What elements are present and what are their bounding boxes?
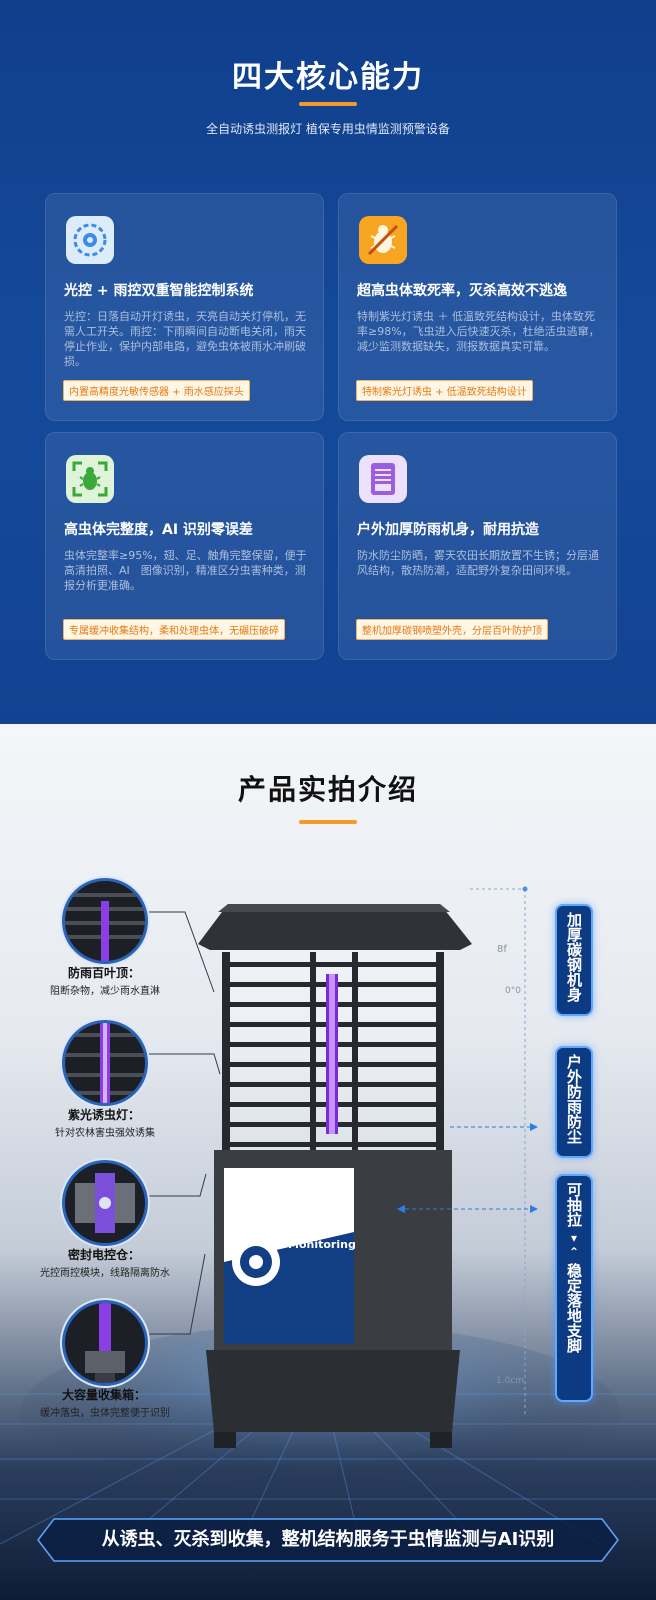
- product-image: [198, 904, 472, 1448]
- callout-image-louver-roof: [62, 878, 148, 964]
- card-tag: 特制紫光灯诱虫 + 低温致死结构设计: [356, 380, 533, 401]
- callout-image-collection-box: [62, 1300, 148, 1386]
- callout-sub: 光控雨控模块，线路隔离防水: [40, 1268, 170, 1279]
- dimension-label: 0°0: [505, 986, 521, 996]
- core-capabilities-section: 四大核心能力 全自动诱虫测报灯 植保专用虫情监测预警设备 光控 + 雨控双重智能…: [0, 0, 656, 724]
- card-tag: 内置高精度光敏传感器 + 雨水感应探头: [63, 380, 250, 401]
- card-description: 光控：日落自动开灯诱虫，天亮自动关灯停机，无需人工开关。雨控：下雨瞬间自动断电关…: [64, 310, 306, 368]
- card-title: 户外加厚防雨机身，耐用抗造: [357, 522, 539, 538]
- cabinet-icon: [359, 455, 407, 503]
- title-underline: [299, 820, 357, 824]
- card-title: 超高虫体致死率，灭杀高效不逃逸: [357, 283, 567, 299]
- summary-banner: 从诱虫、灭杀到收集，整机结构服务于虫情监测与AI识别: [36, 1517, 620, 1563]
- dimension-label: 8f: [497, 944, 507, 955]
- callout-connectors: [143, 911, 538, 1335]
- chevron-down-icon: ▾⌃: [568, 1231, 580, 1259]
- card-description: 虫体完整率≥95%，翅、足、触角完整保留，便于高清拍照、AI 图像识别，精准区分…: [64, 549, 307, 592]
- callout-sub: 阻断杂物，减少雨水直淋: [50, 986, 160, 997]
- card-title: 光控 + 雨控双重智能控制系统: [64, 283, 254, 299]
- product-photo-section: 产品实拍介绍 8f 0°0 1.0cm: [0, 724, 656, 1600]
- dimension-guides: [470, 886, 528, 1414]
- callout-image-uv-lamp: [62, 1020, 148, 1106]
- card-title: 高虫体完整度，AI 识别零误差: [64, 522, 253, 538]
- side-tag-rainproof: 户外防雨防尘: [555, 1046, 593, 1158]
- callout-sub: 针对农林害虫强效诱集: [55, 1128, 155, 1139]
- banner-text: 从诱虫、灭杀到收集，整机结构服务于虫情监测与AI识别: [101, 1529, 555, 1550]
- product-logo-text: Pest Monitoring: [288, 1224, 356, 1251]
- side-tag-carbon-steel: 加厚碳钢机身: [555, 904, 593, 1016]
- callout-image-control-box: [62, 1160, 148, 1246]
- bug-scan-icon: [66, 455, 114, 503]
- section-title: 四大核心能力: [232, 60, 424, 95]
- title-underline: [299, 102, 357, 106]
- feature-card-light-rain-control: 光控 + 雨控双重智能控制系统 光控：日落自动开灯诱虫，天亮自动关灯停机，无需人…: [45, 193, 324, 421]
- callout-label: 大容量收集箱：: [61, 1388, 146, 1402]
- section-title: 产品实拍介绍: [237, 773, 418, 806]
- feature-card-kill-rate: 超高虫体致死率，灭杀高效不逃逸 特制紫光灯诱虫 ＋ 低温致死结构设计，虫体致死率…: [338, 193, 617, 421]
- section-subtitle: 全自动诱虫测报灯 植保专用虫情监测预警设备: [206, 122, 450, 136]
- card-tag: 整机加厚碳钢喷塑外壳，分层百叶防护顶: [356, 619, 548, 640]
- callout-label: 紫光诱虫灯：: [67, 1108, 140, 1122]
- side-tag-drawer-feet: 可抽拉 ▾⌃ 稳定落地支脚: [555, 1174, 593, 1402]
- feature-card-ai-recognition: 高虫体完整度，AI 识别零误差 虫体完整率≥95%，翅、足、触角完整保留，便于高…: [45, 432, 324, 660]
- callout-sub: 缓冲落虫，虫体完整便于识别: [40, 1408, 170, 1419]
- callout-label: 防雨百叶顶：: [67, 966, 140, 980]
- card-description: 防水防尘防晒，雾天农田长期放置不生锈；分层通风结构，散热防潮，适配野外复杂田间环…: [357, 549, 599, 577]
- dimension-label: 1.0cm: [496, 1376, 525, 1386]
- feature-card-outdoor-body: 户外加厚防雨机身，耐用抗造 防水防尘防晒，雾天农田长期放置不生锈；分层通风结构，…: [338, 432, 617, 660]
- card-tag: 专属缓冲收集结构，柔和处理虫体，无碾压破碎: [63, 619, 285, 640]
- callout-label: 密封电控仓：: [67, 1248, 140, 1262]
- bug-crossed-icon: [359, 216, 407, 264]
- gear-chip-icon: [66, 216, 114, 264]
- card-description: 特制紫光灯诱虫 ＋ 低温致死结构设计，虫体致死率≥98%，飞虫进入后快速灭杀，杜…: [357, 310, 600, 353]
